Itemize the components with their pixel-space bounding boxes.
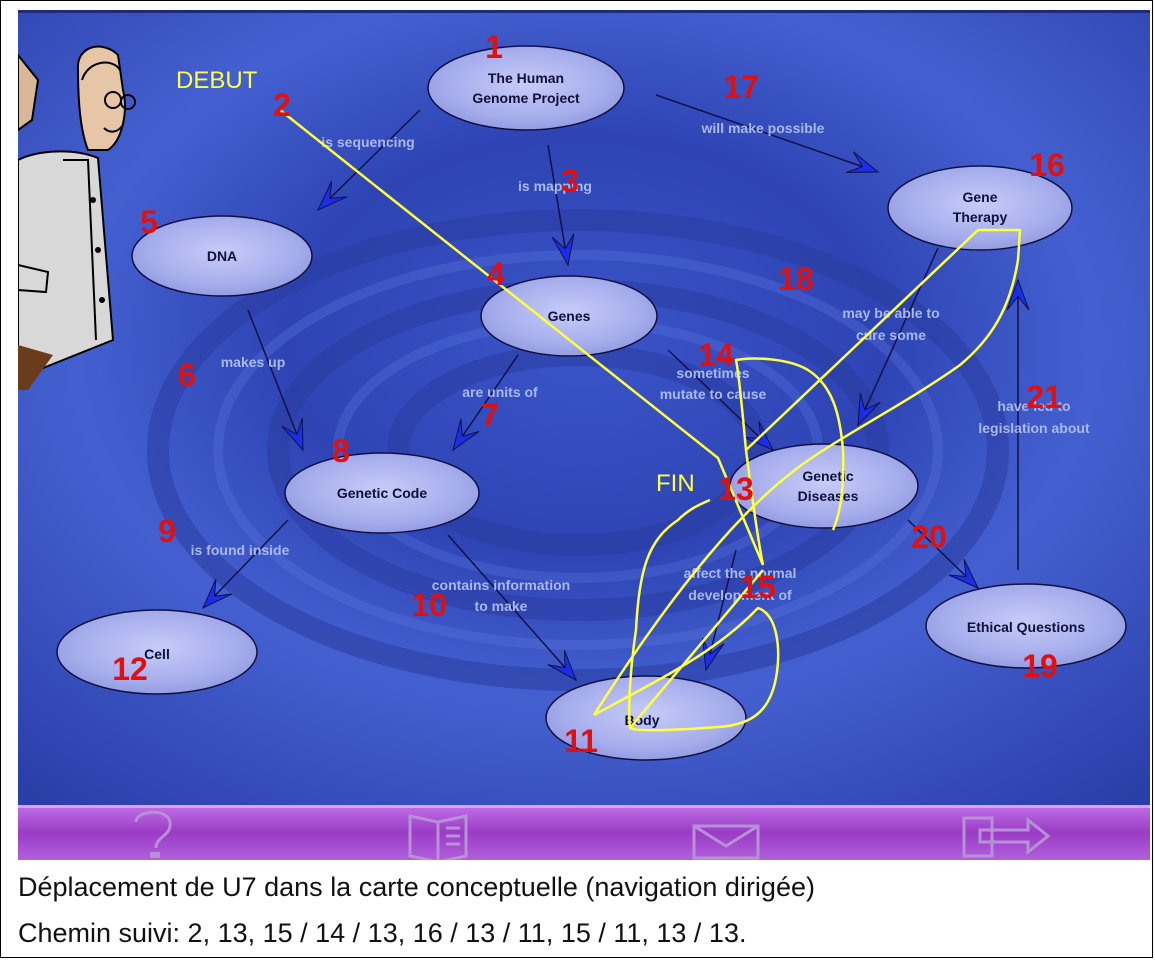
node-genetic-code[interactable]: Genetic Code bbox=[284, 452, 480, 534]
marker-10: 10 bbox=[411, 587, 447, 623]
marker-6: 6 bbox=[178, 357, 196, 393]
path-segment-start bbox=[279, 109, 765, 566]
arrowhead bbox=[201, 578, 232, 610]
mail-icon[interactable] bbox=[692, 824, 760, 860]
book-icon[interactable] bbox=[408, 814, 468, 860]
svg-text:DNA: DNA bbox=[207, 248, 237, 264]
marker-14: 14 bbox=[698, 337, 734, 373]
arrowhead bbox=[857, 393, 881, 427]
path-loop-14 bbox=[734, 357, 845, 566]
marker-3: 3 bbox=[561, 163, 579, 199]
link-label-is-found-inside: is found inside bbox=[191, 542, 290, 558]
path-segment-fin bbox=[629, 569, 764, 729]
navigation-path bbox=[279, 109, 1022, 732]
marker-20: 20 bbox=[911, 519, 947, 555]
svg-text:Ethical Questions: Ethical Questions bbox=[967, 619, 1085, 635]
arrowhead bbox=[1006, 278, 1030, 311]
link-label-is-sequencing: is sequencing bbox=[321, 134, 414, 150]
caption-path: Chemin suivi: 2, 13, 15 / 14 / 13, 16 / … bbox=[18, 918, 747, 948]
svg-text:Genes: Genes bbox=[548, 308, 591, 324]
scientist-illustration bbox=[18, 45, 136, 390]
arrowhead bbox=[702, 638, 725, 672]
node-genes[interactable]: Genes bbox=[480, 275, 658, 357]
arrowhead bbox=[281, 417, 304, 452]
marker-11: 11 bbox=[564, 723, 598, 759]
marker-5: 5 bbox=[140, 204, 158, 240]
arrowhead bbox=[845, 151, 880, 174]
path-segment-16 bbox=[592, 228, 1022, 716]
marker-18: 18 bbox=[778, 261, 814, 297]
marker-8: 8 bbox=[332, 433, 350, 469]
arrowhead bbox=[948, 558, 980, 590]
link-arrows bbox=[202, 94, 1019, 681]
marker-9: 9 bbox=[158, 513, 176, 549]
arrowhead bbox=[316, 180, 348, 212]
marker-2: 2 bbox=[273, 87, 291, 123]
arrowhead bbox=[547, 650, 577, 682]
svg-text:Cell: Cell bbox=[144, 646, 170, 662]
marker-1: 1 bbox=[485, 29, 503, 65]
bottom-toolbar bbox=[18, 805, 1150, 860]
svg-text:Genetic Code: Genetic Code bbox=[337, 485, 427, 501]
node-cell[interactable]: Cell bbox=[56, 609, 258, 695]
link-label-are-units-of: are units of bbox=[462, 384, 538, 400]
marker-13: 13 bbox=[718, 471, 754, 507]
node-dna[interactable]: DNA bbox=[131, 215, 313, 297]
concept-map-screenshot: is sequencing is mapping will make possi… bbox=[18, 10, 1150, 860]
path-start-label: DEBUT bbox=[176, 67, 258, 94]
arrowhead bbox=[551, 233, 575, 267]
marker-19: 19 bbox=[1022, 648, 1058, 684]
exit-arrow-icon[interactable] bbox=[962, 816, 1051, 858]
marker-16: 16 bbox=[1029, 147, 1065, 183]
arrowhead bbox=[452, 418, 480, 452]
link-label-makes-up: makes up bbox=[221, 354, 286, 370]
link-label-will-make-possible: will make possible bbox=[701, 120, 825, 136]
marker-15: 15 bbox=[740, 569, 776, 605]
caption-title: Déplacement de U7 dans la carte conceptu… bbox=[18, 872, 815, 902]
link-label-is-mapping: is mapping bbox=[518, 178, 592, 194]
marker-21: 21 bbox=[1026, 379, 1062, 415]
marker-4: 4 bbox=[487, 256, 505, 292]
marker-12: 12 bbox=[112, 651, 148, 687]
path-loop-15 bbox=[593, 498, 780, 732]
marker-17: 17 bbox=[723, 69, 759, 105]
node-ethical-questions[interactable]: Ethical Questions bbox=[925, 583, 1127, 669]
help-icon[interactable] bbox=[134, 810, 172, 858]
marker-7: 7 bbox=[481, 397, 499, 433]
arrowheads bbox=[201, 151, 1030, 682]
path-end-label: FIN bbox=[656, 470, 695, 497]
